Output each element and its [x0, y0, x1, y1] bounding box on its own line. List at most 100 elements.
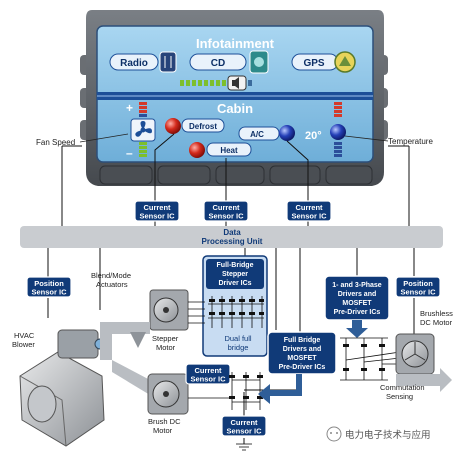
- svg-text:Sensor IC: Sensor IC: [139, 212, 175, 221]
- svg-text:MOSFET: MOSFET: [287, 355, 317, 362]
- volume-level-bar[interactable]: [180, 80, 252, 86]
- air-duct: [100, 322, 150, 360]
- stepper-label-line2: Motor: [156, 343, 176, 352]
- current-sensor-ic-brush: Current Sensor IC: [185, 363, 231, 385]
- svg-text:MOSFET: MOSFET: [342, 300, 372, 307]
- brush-dc-motor: [147, 373, 189, 415]
- svg-text:Current: Current: [194, 366, 222, 375]
- ac-knob[interactable]: [279, 125, 295, 141]
- h-bridge-circuit: [188, 372, 261, 410]
- svg-text:Pre-Driver ICs: Pre-Driver ICs: [334, 309, 381, 316]
- svg-text:Driver ICs: Driver ICs: [218, 280, 251, 287]
- current-sensor-ic-top-1: Current Sensor IC: [134, 200, 180, 222]
- svg-text:Current: Current: [212, 203, 240, 212]
- dual-full-bridge-line2: bridge: [228, 343, 249, 352]
- cabin-title: Cabin: [217, 101, 253, 116]
- radio-label: Radio: [120, 58, 148, 69]
- svg-text:Full-Bridge: Full-Bridge: [217, 262, 254, 269]
- commutation-arrow: [396, 368, 452, 392]
- position-sensor-ic-left: Position Sensor IC: [26, 276, 72, 298]
- brush-dc-label-line2: Motor: [153, 426, 173, 435]
- three-phase-arrow: [346, 320, 368, 338]
- fullbridge-stepper-driver-box: Full-Bridge Stepper Driver ICs Dual full…: [202, 255, 268, 357]
- bottom-button-4[interactable]: [269, 165, 321, 185]
- infotainment-title: Infotainment: [196, 36, 275, 51]
- temperature-level-bar[interactable]: [334, 102, 342, 157]
- commutation-label-line1: Commutation: [380, 383, 425, 392]
- fullbridge-mosfet-driver-box: Full Bridge Drivers and MOSFET Pre-Drive…: [267, 331, 337, 375]
- svg-text:1- and 3-Phase: 1- and 3-Phase: [332, 282, 382, 289]
- svg-text:Sensor IC: Sensor IC: [400, 288, 436, 297]
- current-sensor-ic-top-2: Current Sensor IC: [203, 200, 249, 222]
- temperature-callout: Temperature: [388, 137, 433, 146]
- fan-plus-sign: +: [126, 101, 133, 115]
- current-sensor-ic-bottom: Current Sensor IC: [221, 415, 267, 437]
- hvac-blower-label-line2: Blower: [12, 340, 35, 349]
- svg-text:Current: Current: [295, 203, 323, 212]
- ac-button[interactable]: [238, 126, 280, 141]
- commutation-label-line2: Sensing: [386, 392, 413, 401]
- stepper-label-line1: Stepper: [152, 334, 179, 343]
- svg-text:Full Bridge: Full Bridge: [284, 337, 321, 344]
- mosfet-arrow: [258, 374, 302, 404]
- fan-minus-sign: –: [126, 146, 133, 160]
- heat-button[interactable]: [206, 142, 252, 157]
- defrost-knob[interactable]: [165, 118, 181, 134]
- three-phase-driver-box: 1- and 3-Phase Drivers and MOSFET Pre-Dr…: [324, 275, 390, 321]
- fan-speed-callout: Fan Speed: [36, 138, 75, 147]
- watermark: 电力电子技术与应用: [326, 426, 431, 442]
- watermark-text: 电力电子技术与应用: [345, 429, 431, 441]
- cd-label: CD: [211, 58, 225, 69]
- ac-label: A/C: [250, 130, 264, 139]
- hvac-blower-label-line1: HVAC: [14, 331, 35, 340]
- bottom-button-2[interactable]: [157, 165, 211, 185]
- svg-text:Current: Current: [143, 203, 171, 212]
- data-processing-unit-bus: [20, 226, 443, 248]
- svg-text:Pre-Driver ICs: Pre-Driver ICs: [279, 364, 326, 371]
- radio-icon: [159, 51, 177, 73]
- head-unit-console: Infotainment Cabin Radio CD GPS: [80, 10, 388, 186]
- temperature-knob[interactable]: [330, 124, 346, 140]
- svg-text:Position: Position: [34, 279, 64, 288]
- radio-button[interactable]: [109, 53, 159, 71]
- heat-knob[interactable]: [189, 142, 205, 158]
- ground-symbol: [236, 443, 252, 451]
- brush-dc-label-line1: Brush DC: [148, 417, 181, 426]
- brushless-label-line2: DC Motor: [420, 318, 453, 327]
- defrost-button[interactable]: [181, 118, 225, 133]
- svg-text:Drivers and: Drivers and: [283, 346, 322, 353]
- blend-mode-label-line1: Blend/Mode: [91, 271, 131, 280]
- svg-text:Sensor IC: Sensor IC: [31, 288, 67, 297]
- svg-text:Sensor IC: Sensor IC: [291, 212, 327, 221]
- bottom-button-5[interactable]: [325, 165, 373, 185]
- gps-label: GPS: [303, 58, 324, 69]
- stepper-motor: [149, 289, 205, 331]
- brushless-label-line1: Brushless: [420, 309, 453, 318]
- position-sensor-ic-right: Position Sensor IC: [395, 276, 441, 298]
- fan-speed-level-bar[interactable]: [139, 102, 147, 157]
- brushless-dc-motor: [395, 333, 435, 375]
- dual-full-bridge-line1: Dual full: [224, 334, 251, 343]
- bottom-button-3[interactable]: [215, 165, 265, 185]
- dpu-label-line2: Processing Unit: [202, 237, 263, 246]
- heat-label: Heat: [220, 146, 238, 155]
- current-sensor-ic-top-3: Current Sensor IC: [286, 200, 332, 222]
- svg-text:Position: Position: [403, 279, 433, 288]
- defrost-label: Defrost: [189, 122, 217, 131]
- cd-button[interactable]: [189, 53, 247, 71]
- bottom-button-1[interactable]: [99, 165, 153, 185]
- temperature-readout: 20°: [305, 130, 322, 142]
- blend-mode-label-line2: Actuators: [96, 280, 128, 289]
- svg-text:Sensor IC: Sensor IC: [190, 375, 226, 384]
- svg-text:Stepper: Stepper: [222, 271, 248, 278]
- dpu-label-line1: Data: [223, 228, 241, 237]
- svg-text:Current: Current: [230, 418, 258, 427]
- fan-icon[interactable]: [130, 118, 156, 142]
- speaker-icon: [227, 75, 247, 91]
- svg-text:Drivers and: Drivers and: [338, 291, 377, 298]
- hvac-blower-motor: [19, 329, 106, 447]
- svg-text:Sensor IC: Sensor IC: [208, 212, 244, 221]
- svg-text:Sensor IC: Sensor IC: [226, 427, 262, 436]
